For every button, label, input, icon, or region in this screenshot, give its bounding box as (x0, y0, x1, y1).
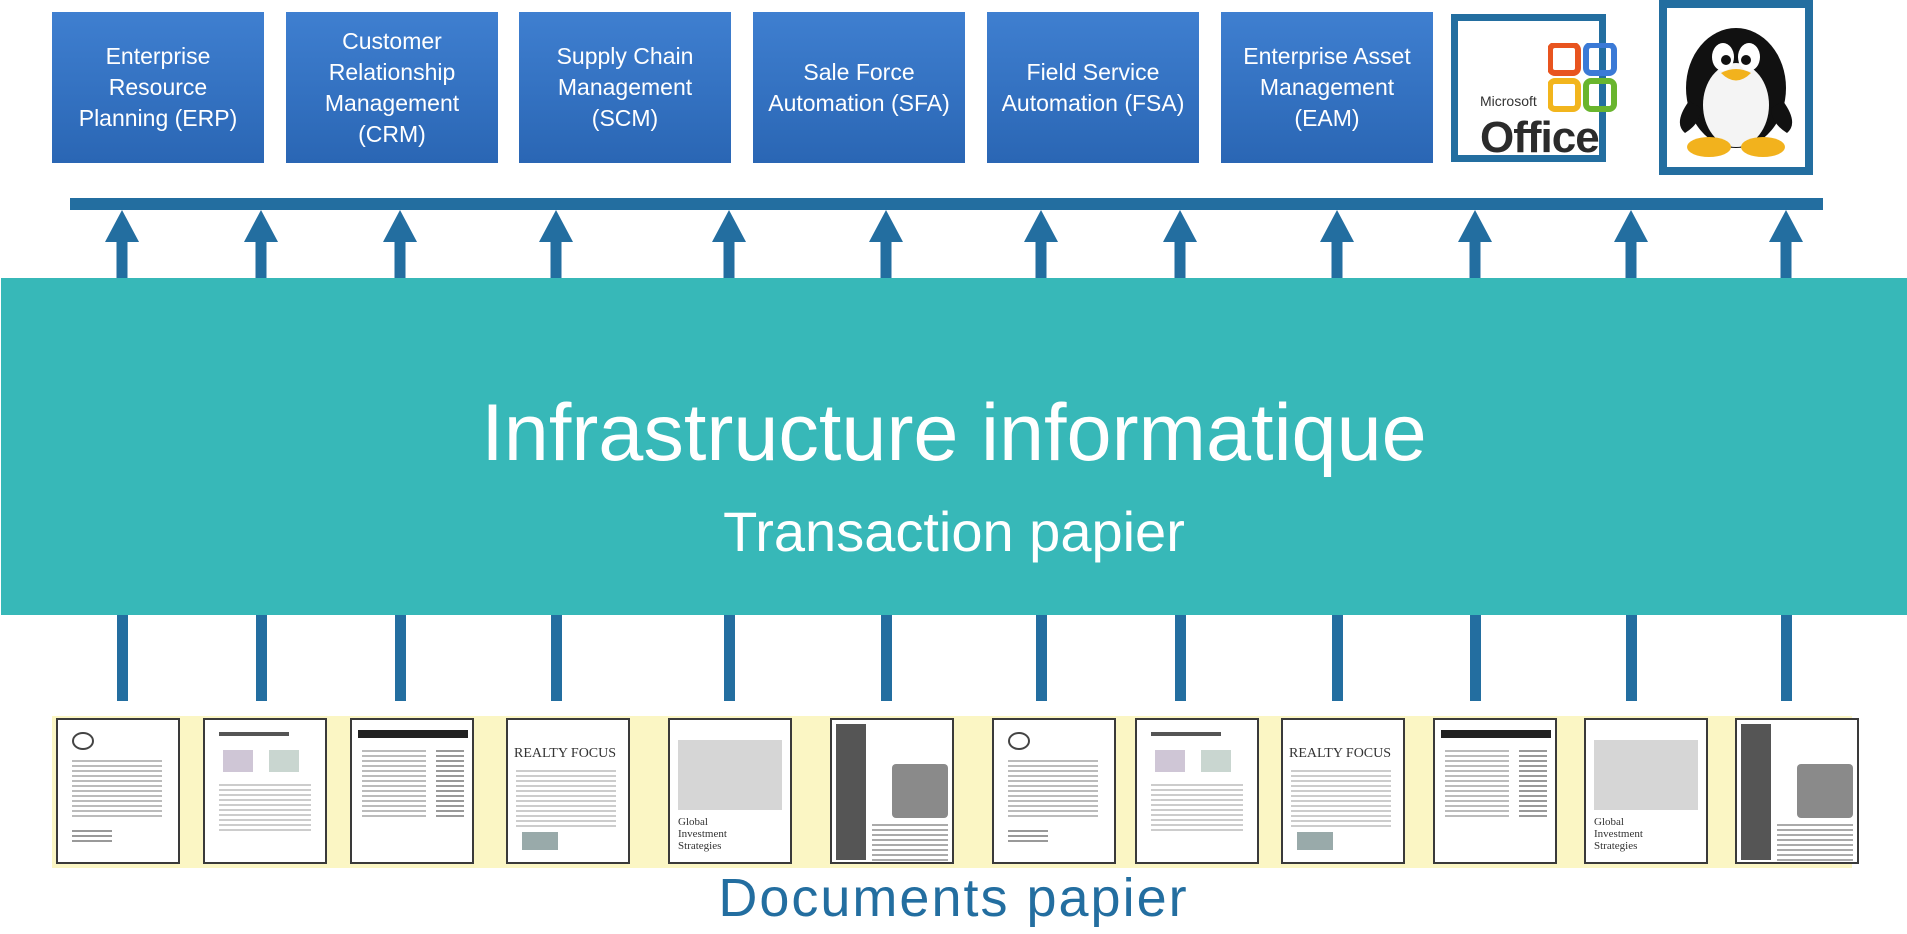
document-connector (724, 614, 735, 701)
app-crm: Customer Relationship Management (CRM) (286, 12, 498, 163)
office-logo: Microsoft Office (1451, 14, 1617, 162)
document-connector (881, 614, 892, 701)
document-thumbnail-magazine (1735, 718, 1859, 864)
office-logo-text: Office (1480, 113, 1600, 162)
document-connector (1036, 614, 1047, 701)
document-thumbnail-realty: REALTY FOCUS (1281, 718, 1405, 864)
document-thumbnail-list (1433, 718, 1557, 864)
document-connector (395, 614, 406, 701)
document-connector (1332, 614, 1343, 701)
up-arrow-icon (1458, 210, 1492, 280)
infrastructure-band: Infrastructure informatique Transaction … (1, 278, 1907, 615)
app-eam: Enterprise Asset Management (EAM) (1221, 12, 1433, 163)
up-arrow-icon (1320, 210, 1354, 280)
top-bus-bar (70, 198, 1823, 210)
document-connector (1175, 614, 1186, 701)
app-erp-label: Enterprise Resource Planning (ERP) (78, 43, 238, 131)
app-fsa-label: Field Service Automation (FSA) (1001, 58, 1185, 116)
document-thumbnail-letter (992, 718, 1116, 864)
document-thumbnail-letter (56, 718, 180, 864)
document-thumbnail-newsletter: Global Investment Strategies (668, 718, 792, 864)
document-thumbnail-list (350, 718, 474, 864)
app-fsa: Field Service Automation (FSA) (987, 12, 1199, 163)
up-arrow-icon (539, 210, 573, 280)
app-scm-label: Supply Chain Management (SCM) (556, 43, 694, 131)
document-connector (117, 614, 128, 701)
up-arrow-icon (244, 210, 278, 280)
office-logo-small-text: Microsoft (1480, 93, 1537, 109)
document-connector (1626, 614, 1637, 701)
up-arrow-icon (1163, 210, 1197, 280)
up-arrow-icon (1614, 210, 1648, 280)
up-arrow-icon (712, 210, 746, 280)
app-sfa-label: Sale Force Automation (SFA) (768, 58, 950, 116)
up-arrow-icon (383, 210, 417, 280)
linux-logo (1659, 0, 1813, 175)
infrastructure-subtitle: Transaction papier (723, 500, 1185, 563)
document-connector (1470, 614, 1481, 701)
document-thumbnail-report (1135, 718, 1259, 864)
up-arrow-icon (1769, 210, 1803, 280)
tux-penguin-icon (1679, 27, 1793, 157)
app-erp: Enterprise Resource Planning (ERP) (52, 12, 264, 163)
up-arrow-icon (1024, 210, 1058, 280)
document-thumbnail-realty: REALTY FOCUS (506, 718, 630, 864)
app-scm: Supply Chain Management (SCM) (519, 12, 731, 163)
up-arrow-icon (869, 210, 903, 280)
app-eam-label: Enterprise Asset Management (EAM) (1243, 43, 1411, 131)
document-connector (256, 614, 267, 701)
up-arrow-icon (105, 210, 139, 280)
app-crm-label: Customer Relationship Management (CRM) (324, 27, 460, 147)
document-connector (551, 614, 562, 701)
app-sfa: Sale Force Automation (SFA) (753, 12, 965, 163)
document-thumbnail-report (203, 718, 327, 864)
document-thumbnail-newsletter: Global Investment Strategies (1584, 718, 1708, 864)
office-icon (1548, 43, 1617, 112)
document-connector (1781, 614, 1792, 701)
infrastructure-title: Infrastructure informatique (481, 388, 1427, 478)
documents-label: Documents papier (718, 868, 1189, 928)
document-thumbnail-magazine (830, 718, 954, 864)
